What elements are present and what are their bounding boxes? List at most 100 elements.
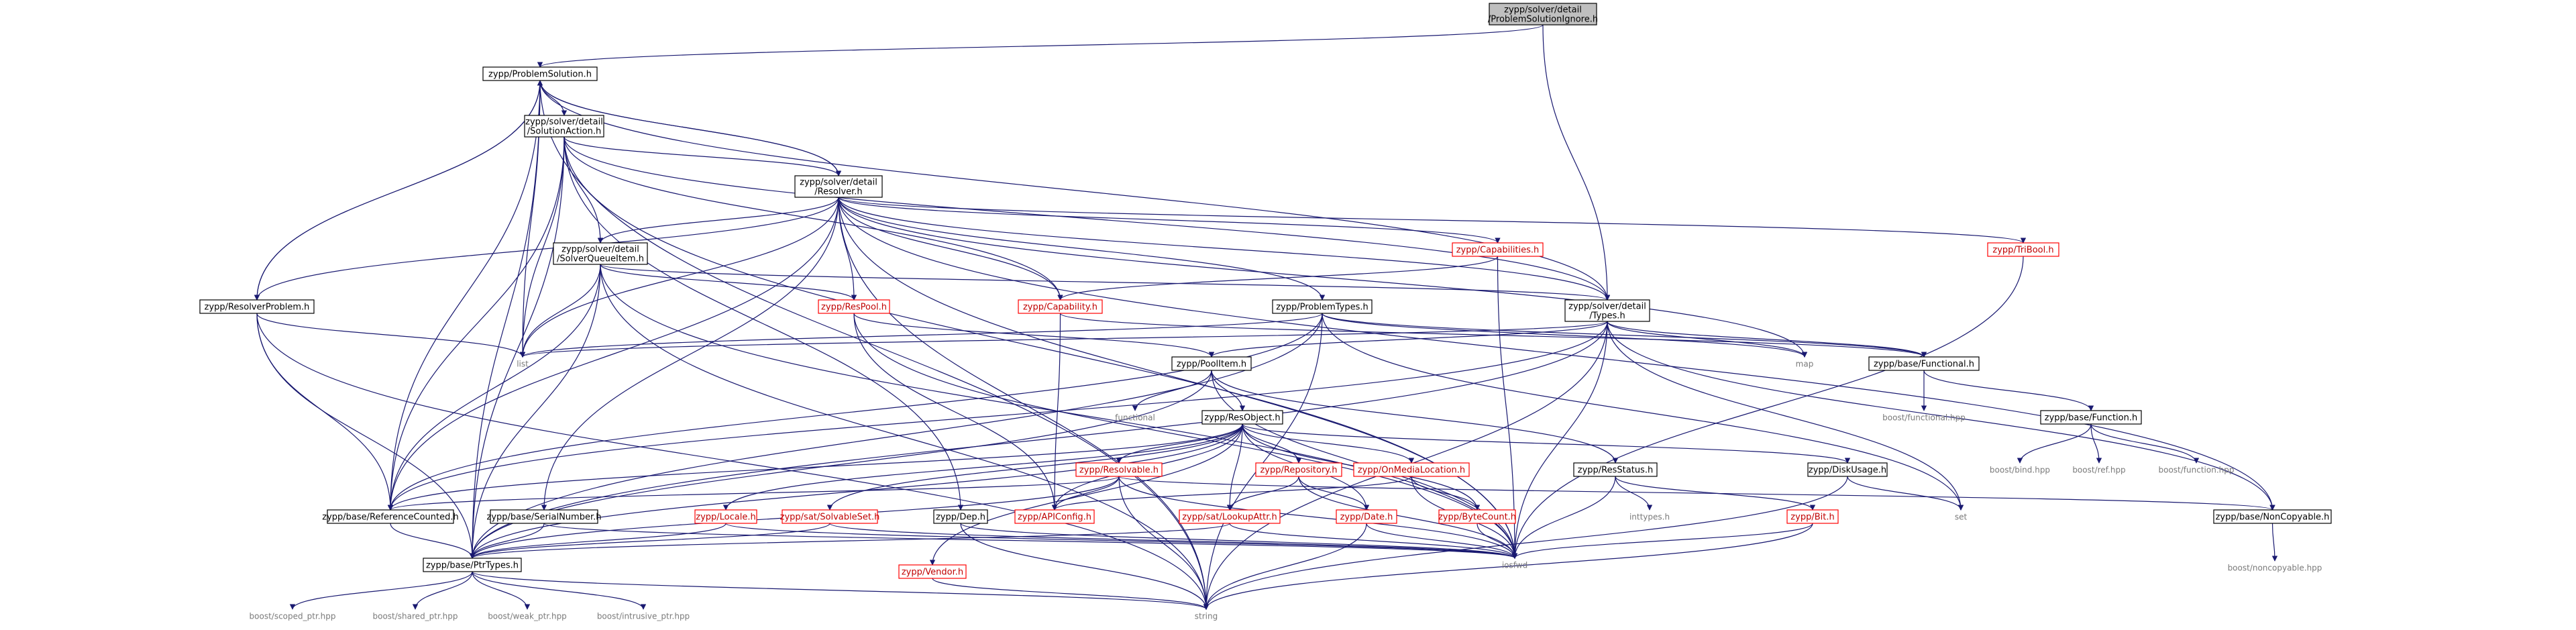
edge-respool-to-apiconfig [853,313,1058,511]
node-label: zypp/DiskUsage.h [1809,466,1886,476]
edge-ps-to-types [539,80,1611,301]
edge-repository-to-date [1298,476,1370,511]
node-label: zypp/APIConfig.h [1018,513,1091,523]
node-box [199,299,315,314]
node-label: zypp/base/Function.h [2045,413,2137,423]
node-map: map [1796,360,1814,369]
edge-res-to-cap [838,197,1063,301]
node-bit[interactable]: zypp/Bit.h [1786,509,1839,524]
edge-res-to-list [519,197,839,358]
edge-resstatus-to-iosfwd [1511,476,1616,559]
edge-root-to-ps [537,24,1544,68]
node-diskusage[interactable]: zypp/DiskUsage.h [1807,462,1888,477]
node-types[interactable]: zypp/solver/detail/Types.h [1564,299,1650,322]
node-cap[interactable]: zypp/Capability.h [1018,299,1103,314]
edge-locale-to-ptrtypes [469,523,727,559]
node-label: iosfwd [1502,561,1527,570]
node-label: zypp/solver/detail [1568,302,1646,312]
node-vendor[interactable]: zypp/Vendor.h [898,564,967,579]
node-caps[interactable]: zypp/Capabilities.h [1452,242,1544,257]
edge-function_h-to-bref [2090,423,2102,464]
node-resolvable[interactable]: zypp/Resolvable.h [1075,462,1163,477]
node-box [1255,462,1342,477]
node-label: zypp/sat/LookupAttr.h [1182,513,1277,523]
node-resstatus[interactable]: zypp/ResStatus.h [1573,462,1658,477]
node-locale[interactable]: zypp/Locale.h [694,509,757,524]
node-tribool[interactable]: zypp/TriBool.h [1987,242,2059,257]
edge-resobject-to-solvableset [826,423,1243,511]
edge-bit-to-iosfwd [1511,523,1813,559]
edge-sqi-to-refcounted [387,264,601,511]
node-box [1987,242,2059,257]
edge-sqi-to-list [519,264,601,358]
node-serial[interactable]: zypp/base/SerialNumber.h [487,509,602,524]
node-label: /SolverQueueItem.h [557,254,644,264]
node-respool[interactable]: zypp/ResPool.h [818,299,890,314]
node-functional_h[interactable]: zypp/base/Functional.h [1868,356,1980,371]
node-label: /SolutionAction.h [527,127,601,137]
edge-ptrtypes-to-string [472,571,1209,610]
node-bscoped: boost/scoped_ptr.hpp [250,612,336,621]
node-resobject[interactable]: zypp/ResObject.h [1201,410,1283,425]
edge-probtypes-to-string [1203,313,1323,610]
edge-types-to-refcounted [387,321,1608,511]
node-sqi[interactable]: zypp/solver/detail/SolverQueueItem.h [553,242,648,265]
edge-ps-to-string [539,80,1210,610]
edge-repository-to-lookupattr [1226,476,1299,511]
edge-vendor-to-string [932,578,1210,610]
node-label: zypp/Capabilities.h [1456,246,1540,256]
edge-sa-to-refcounted [387,136,565,511]
edge-omloc-to-apiconfig [1051,476,1412,511]
node-refcounted[interactable]: zypp/base/ReferenceCounted.h [322,509,459,524]
node-label: set [1955,513,1968,522]
edge-resobject-to-diskusage [1242,423,1850,464]
edge-types-to-noncopyable [1607,321,2275,511]
node-label: zypp/base/SerialNumber.h [487,513,602,523]
edge-resolvable-to-noncopyable [1118,476,2275,511]
edge-res-to-types [838,197,1611,301]
node-noncopyable[interactable]: zypp/base/NonCopyable.h [2213,509,2332,524]
node-poolitem[interactable]: zypp/PoolItem.h [1171,356,1252,371]
node-repository[interactable]: zypp/Repository.h [1255,462,1342,477]
node-probtypes[interactable]: zypp/ProblemTypes.h [1272,299,1373,314]
node-label: zypp/Date.h [1340,513,1393,523]
edge-sqi-to-types [600,264,1610,301]
node-solvableset[interactable]: zypp/sat/SolvableSet.h [780,509,880,524]
node-apiconfig[interactable]: zypp/APIConfig.h [1014,509,1095,524]
node-label: zypp/ProblemTypes.h [1276,303,1368,313]
edge-caps-to-iosfwd [1497,256,1518,559]
edge-serial-to-iosfwd [543,523,1517,559]
node-bytecount[interactable]: zypp/ByteCount.h [1438,509,1516,524]
node-label: zypp/Resolvable.h [1079,466,1159,476]
node-box [482,66,598,81]
node-omloc[interactable]: zypp/OnMediaLocation.h [1353,462,1470,477]
node-rprob[interactable]: zypp/ResolverProblem.h [199,299,315,314]
edge-ptrtypes-to-bintrusive [472,571,647,610]
edge-sqi-to-respool [600,264,857,301]
node-inttypes: inttypes.h [1629,513,1670,522]
node-ptrtypes[interactable]: zypp/base/PtrTypes.h [423,558,522,572]
node-box [1272,299,1373,314]
node-label: zypp/solver/detail [800,178,877,188]
node-box [2040,410,2142,425]
node-ps[interactable]: zypp/ProblemSolution.h [482,66,598,81]
node-label: list [517,360,529,369]
node-sa[interactable]: zypp/solver/detail/SolutionAction.h [524,115,604,138]
node-dep[interactable]: zypp/Dep.h [933,509,988,524]
node-box [1489,3,1597,25]
edge-function_h-to-bbind [2017,423,2092,464]
node-bfunction: boost/function.hpp [2159,466,2235,475]
node-box [2213,509,2332,524]
node-date[interactable]: zypp/Date.h [1336,509,1397,524]
node-lookupattr[interactable]: zypp/sat/LookupAttr.h [1179,509,1281,524]
node-root[interactable]: zypp/solver/detail/ProblemSolutionIgnore… [1488,3,1598,25]
edge-respool-to-poolitem [853,313,1215,358]
node-box [1336,509,1397,524]
node-box [423,558,522,572]
edge-solvableset-to-iosfwd [829,523,1517,559]
node-function_h[interactable]: zypp/base/Function.h [2040,410,2142,425]
edge-rprob-to-ps [256,80,543,301]
node-res[interactable]: zypp/solver/detail/Resolver.h [794,175,883,198]
node-label: zypp/solver/detail [561,245,639,255]
